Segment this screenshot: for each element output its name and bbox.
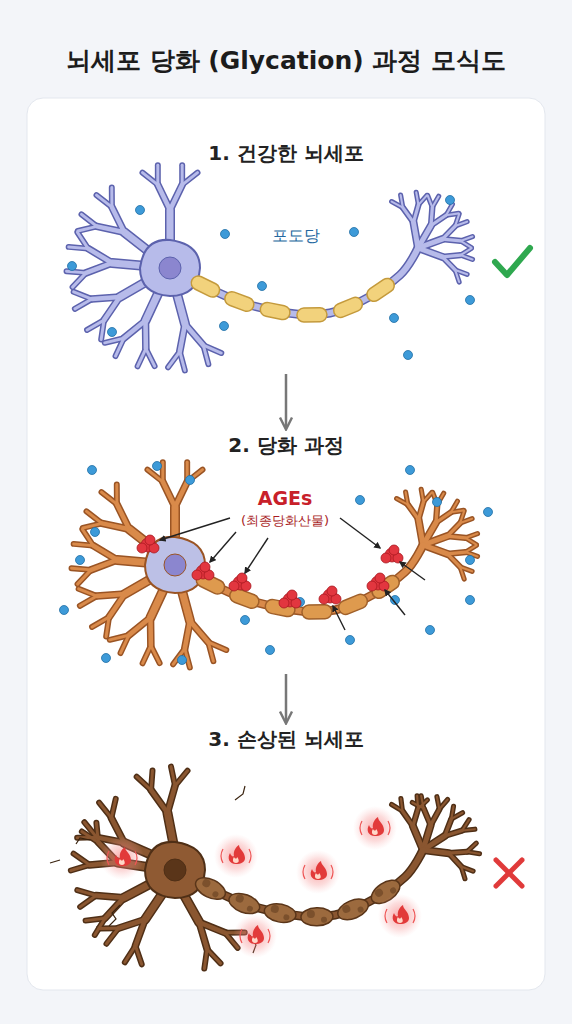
ages-sublabel: (최종당화산물) [241, 512, 329, 530]
diagram-title: 뇌세포 당화 (Glycation) 과정 모식도 [0, 44, 572, 77]
glucose-dot [466, 556, 475, 565]
glucose-dot [466, 296, 475, 305]
glucose-dot [356, 496, 365, 505]
ages-label: AGEs [258, 487, 313, 509]
glucose-dot [426, 626, 435, 635]
glucose-dot [406, 466, 415, 475]
glucose-dot [102, 654, 111, 663]
glucose-dot [220, 322, 229, 331]
neuron [50, 767, 480, 969]
leader-arrow [160, 518, 230, 540]
glucose-dot [350, 228, 359, 237]
glucose-dot [153, 462, 162, 471]
glucose-dot [241, 616, 250, 625]
glucose-dot [221, 230, 230, 239]
glucose-dot [266, 646, 275, 655]
glucose-dot [404, 351, 413, 360]
inflammation-glow [100, 806, 422, 958]
flow-arrow [285, 674, 288, 722]
glucose-dot [60, 606, 69, 615]
leader-arrow [333, 606, 345, 630]
glucose-label: 포도당 [272, 226, 320, 247]
stage-heading: 2. 당화 과정 [228, 432, 343, 459]
glucose-dot [258, 282, 267, 291]
stage-panel: 3. 손상된 뇌세포 [40, 726, 532, 966]
glucose-dot [91, 528, 100, 537]
leader-arrow [245, 538, 268, 573]
glucose-dot [484, 508, 493, 517]
stage-heading: 3. 손상된 뇌세포 [208, 726, 363, 753]
glucose-dot [390, 314, 399, 323]
age-deposit [137, 535, 403, 608]
glucose-dot [466, 596, 475, 605]
check-mark [495, 248, 530, 275]
glucose-dot [186, 476, 195, 485]
leader-arrow [385, 590, 405, 615]
glucose-dot [346, 636, 355, 645]
stage-panel: 1. 건강한 뇌세포 [40, 140, 532, 372]
glucose-dot [136, 206, 145, 215]
stage-panel: 2. 당화 과정 [40, 432, 532, 672]
stage-heading: 1. 건강한 뇌세포 [208, 140, 363, 167]
glucose-dot [108, 328, 117, 337]
flow-arrow [285, 374, 288, 428]
glucose-dot [76, 556, 85, 565]
leader-arrow [400, 562, 425, 580]
glucose-dot [68, 262, 77, 271]
leader-arrow [210, 532, 236, 562]
glucose-dot [88, 466, 97, 475]
glucose-dot [446, 196, 455, 205]
neuron [72, 462, 478, 667]
glucose-dot [433, 498, 442, 507]
leader-arrow [340, 518, 380, 548]
neuron [67, 165, 473, 370]
panel [27, 98, 545, 990]
cross-mark [496, 860, 522, 886]
glucose-dot [178, 656, 187, 665]
